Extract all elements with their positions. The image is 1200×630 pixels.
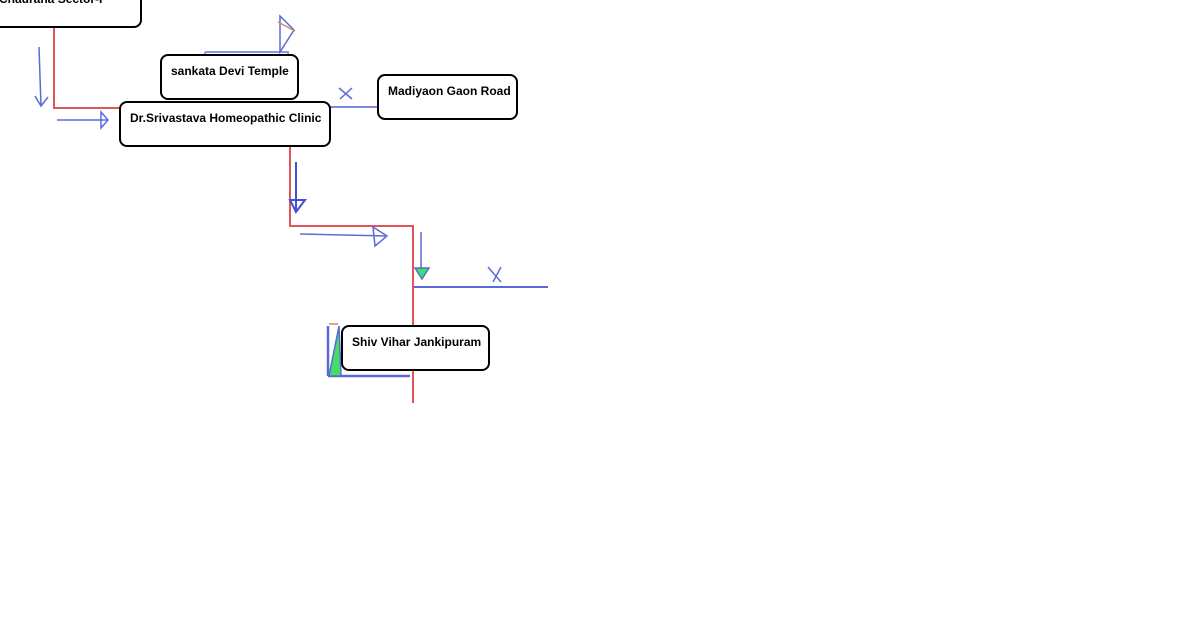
place-label-sankata-devi-temple[interactable]: sankata Devi Temple (160, 54, 299, 100)
place-label-prabhat-chauraha[interactable]: Prabhat Chauraha Sector-I (0, 0, 142, 28)
cross-marker-icon (487, 266, 502, 283)
north-arrow-icon (277, 14, 296, 55)
direction-arrow-icon (299, 225, 389, 248)
direction-arrow-icon (57, 110, 109, 130)
direction-arrow-icon (34, 46, 49, 108)
cross-marker-icon (338, 87, 353, 100)
place-label-madiyaon-gaon-road[interactable]: Madiyaon Gaon Road (377, 74, 518, 120)
route-line (53, 25, 414, 403)
direction-arrow-icon (413, 232, 431, 281)
place-label-dr-srivastava-clinic[interactable]: Dr.Srivastava Homeopathic Clinic (119, 101, 331, 147)
direction-arrow-icon (288, 162, 307, 214)
place-label-shiv-vihar-jankipuram[interactable]: Shiv Vihar Jankipuram (341, 325, 490, 371)
destination-marker-icon (328, 323, 342, 377)
